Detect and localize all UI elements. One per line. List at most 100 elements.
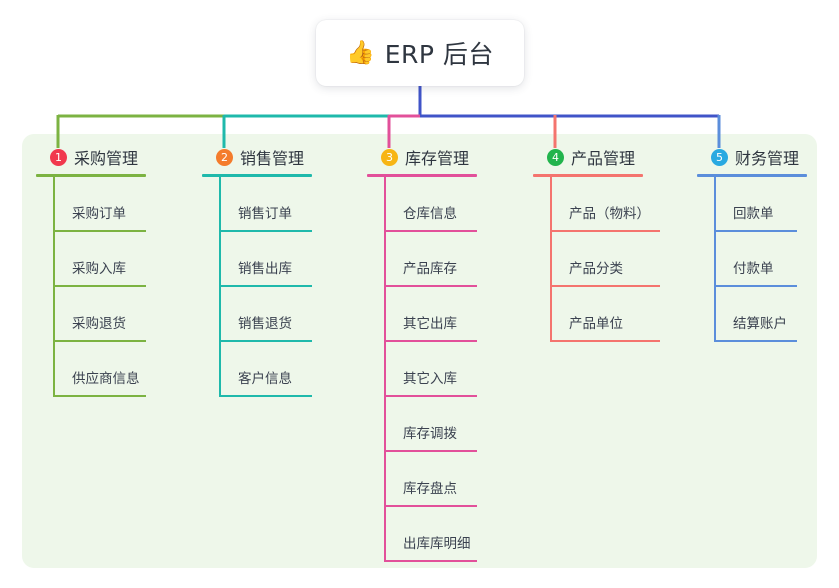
- leaf-rule: [384, 560, 477, 562]
- list-item[interactable]: 采购订单: [53, 177, 146, 232]
- list-item[interactable]: 销售退货: [219, 287, 312, 342]
- leaf-label: 其它出库: [403, 316, 457, 332]
- leaf-rule: [53, 285, 146, 287]
- root-node[interactable]: 👍 ERP 后台: [316, 20, 524, 86]
- column-spine-1: [53, 177, 55, 397]
- column-header-5[interactable]: 5 财务管理: [697, 144, 807, 170]
- column-badge-3: 3: [381, 148, 398, 166]
- list-item[interactable]: 供应商信息: [53, 342, 146, 397]
- leaf-label: 产品（物料）: [569, 206, 650, 222]
- column-header-4[interactable]: 4 产品管理: [533, 144, 643, 170]
- column-rule-5: [697, 174, 807, 177]
- leaf-list-5: 回款单付款单结算账户: [714, 177, 807, 342]
- column-rule-2: [202, 174, 312, 177]
- column-rule-1: [36, 174, 146, 177]
- list-item[interactable]: 产品单位: [550, 287, 660, 342]
- list-item[interactable]: 库存调拨: [384, 397, 477, 452]
- list-item[interactable]: 采购入库: [53, 232, 146, 287]
- column-4: 4 产品管理产品（物料） 产品分类产品单位: [533, 144, 660, 342]
- leaf-label: 客户信息: [238, 371, 292, 387]
- leaf-rule: [550, 340, 660, 342]
- leaf-rule: [219, 340, 312, 342]
- leaf-label: 回款单: [733, 206, 774, 222]
- list-item[interactable]: 付款单: [714, 232, 807, 287]
- list-item[interactable]: 产品（物料）: [550, 177, 660, 232]
- leaf-label: 其它入库: [403, 371, 457, 387]
- leaf-rule: [550, 285, 660, 287]
- page-title: ERP 后台: [384, 40, 494, 69]
- column-badge-1: 1: [50, 148, 67, 166]
- list-item[interactable]: 仓库信息: [384, 177, 477, 232]
- column-1: 1 采购管理采购订单采购入库采购退货供应商信息: [36, 144, 146, 397]
- column-badge-5: 5: [711, 148, 728, 166]
- column-title-4: 产品管理: [571, 149, 636, 168]
- leaf-rule: [219, 395, 312, 397]
- list-item[interactable]: 产品库存: [384, 232, 477, 287]
- thumbs-up-icon: 👍: [346, 39, 375, 66]
- leaf-rule: [714, 230, 797, 232]
- leaf-rule: [550, 230, 660, 232]
- leaf-label: 库存盘点: [403, 481, 457, 497]
- leaf-label: 产品库存: [403, 261, 457, 277]
- leaf-label: 销售订单: [238, 206, 292, 222]
- leaf-label: 出库库明细: [403, 536, 471, 552]
- column-title-5: 财务管理: [735, 149, 800, 168]
- leaf-rule: [384, 505, 477, 507]
- leaf-rule: [384, 230, 477, 232]
- list-item[interactable]: 采购退货: [53, 287, 146, 342]
- leaf-list-2: 销售订单销售出库销售退货客户信息: [219, 177, 312, 397]
- leaf-label: 供应商信息: [72, 371, 140, 387]
- list-item[interactable]: 其它入库: [384, 342, 477, 397]
- leaf-rule: [384, 340, 477, 342]
- list-item[interactable]: 客户信息: [219, 342, 312, 397]
- column-header-2[interactable]: 2 销售管理: [202, 144, 312, 170]
- diagram-panel: [22, 134, 817, 568]
- list-item[interactable]: 其它出库: [384, 287, 477, 342]
- list-item[interactable]: 出库库明细: [384, 507, 477, 562]
- column-spine-4: [550, 177, 552, 342]
- list-item[interactable]: 库存盘点: [384, 452, 477, 507]
- leaf-rule: [384, 285, 477, 287]
- column-title-1: 采购管理: [74, 149, 139, 168]
- leaf-rule: [53, 395, 146, 397]
- column-badge-2: 2: [216, 148, 233, 166]
- column-rule-3: [367, 174, 477, 177]
- list-item[interactable]: 产品分类: [550, 232, 660, 287]
- leaf-label: 仓库信息: [403, 206, 457, 222]
- column-badge-4: 4: [547, 148, 564, 166]
- list-item[interactable]: 销售订单: [219, 177, 312, 232]
- column-spine-2: [219, 177, 221, 397]
- column-header-1[interactable]: 1 采购管理: [36, 144, 146, 170]
- leaf-label: 产品单位: [569, 316, 623, 332]
- leaf-label: 采购入库: [72, 261, 126, 277]
- column-header-3[interactable]: 3 库存管理: [367, 144, 477, 170]
- list-item[interactable]: 结算账户: [714, 287, 807, 342]
- leaf-rule: [714, 285, 797, 287]
- leaf-label: 库存调拨: [403, 426, 457, 442]
- leaf-rule: [53, 230, 146, 232]
- column-rule-4: [533, 174, 643, 177]
- leaf-rule: [219, 285, 312, 287]
- leaf-label: 结算账户: [733, 316, 787, 332]
- column-spine-5: [714, 177, 716, 342]
- column-spine-3: [384, 177, 386, 562]
- list-item[interactable]: 回款单: [714, 177, 807, 232]
- leaf-list-4: 产品（物料） 产品分类产品单位: [550, 177, 660, 342]
- column-3: 3 库存管理仓库信息产品库存其它出库其它入库库存调拨库存盘点出库库明细: [367, 144, 477, 562]
- leaf-rule: [384, 450, 477, 452]
- leaf-label: 付款单: [733, 261, 774, 277]
- leaf-list-1: 采购订单采购入库采购退货供应商信息: [53, 177, 146, 397]
- column-2: 2 销售管理销售订单销售出库销售退货客户信息: [202, 144, 312, 397]
- leaf-rule: [219, 230, 312, 232]
- leaf-list-3: 仓库信息产品库存其它出库其它入库库存调拨库存盘点出库库明细: [384, 177, 477, 562]
- leaf-label: 销售退货: [238, 316, 292, 332]
- leaf-rule: [384, 395, 477, 397]
- column-title-2: 销售管理: [240, 149, 305, 168]
- list-item[interactable]: 销售出库: [219, 232, 312, 287]
- column-title-3: 库存管理: [405, 149, 470, 168]
- leaf-rule: [714, 340, 797, 342]
- leaf-label: 销售出库: [238, 261, 292, 277]
- leaf-label: 采购订单: [72, 206, 126, 222]
